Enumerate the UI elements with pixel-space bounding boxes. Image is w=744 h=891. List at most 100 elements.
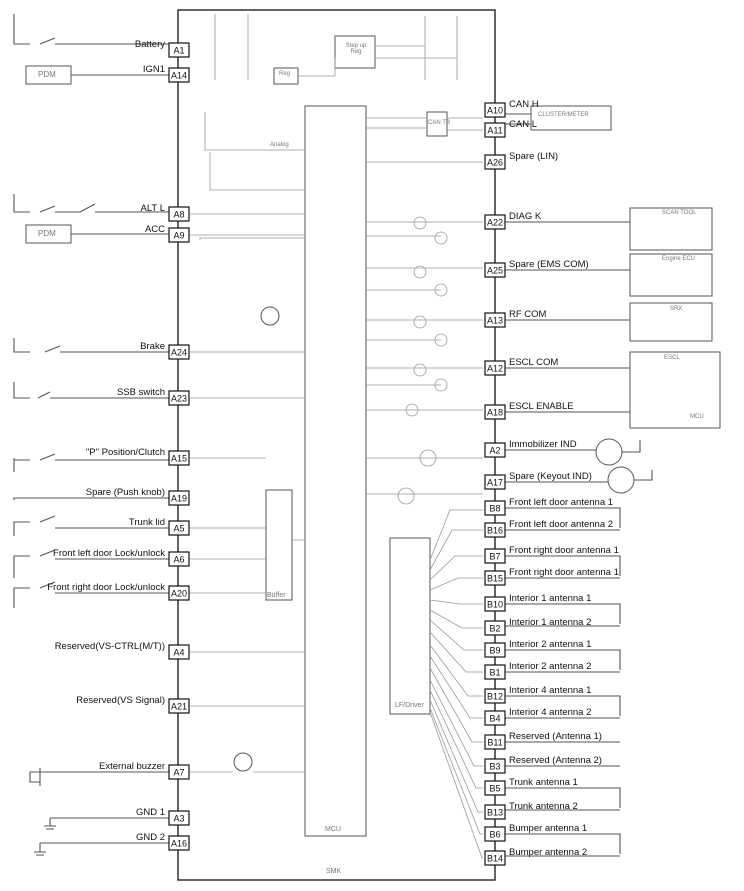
pin-a9: A9 (168, 227, 190, 243)
pin-a11: A11 (484, 122, 506, 138)
pin-label-front-right-door-antenna-1: Front right door antenna 1 (509, 567, 619, 578)
pin-a14: A14 (168, 67, 190, 83)
pin-code: A7 (173, 768, 184, 778)
pin-a18: A18 (484, 404, 506, 420)
pin-b8: B8 (484, 500, 506, 516)
pin-label-escl-com: ESCL COM (509, 357, 558, 368)
analog-label: Analog (270, 142, 289, 148)
buzzer-driver-transistor (233, 752, 253, 772)
pin-code: A1 (173, 46, 184, 56)
pin-code: A16 (171, 839, 187, 849)
pin-code: A23 (171, 394, 187, 404)
pdm-label-2: PDM (38, 229, 56, 238)
mcu-label: MCU (325, 826, 341, 833)
lf-driver-label: LF/Driver (395, 702, 424, 709)
pin-label-immobilizer-ind: Immobilizer IND (509, 439, 577, 450)
pin-box (484, 262, 506, 278)
pin-box (168, 67, 190, 83)
pin-box (484, 570, 506, 586)
mcu-block (304, 105, 367, 837)
pin-code: A24 (171, 348, 187, 358)
pin-a17: A17 (484, 474, 506, 490)
buffer-block (265, 489, 293, 601)
pin-a26: A26 (484, 154, 506, 170)
pin-label-front-right-door-lock-unlock: Front right door Lock/unlock (47, 582, 165, 593)
pin-code: A2 (489, 446, 500, 456)
pin-code: A6 (173, 555, 184, 565)
pin-box (484, 154, 506, 170)
pin-label-trunk-antenna-2: Trunk antenna 2 (509, 801, 578, 812)
pin-code: A13 (487, 316, 503, 326)
pin-code: B12 (487, 692, 503, 702)
pin-code: B5 (489, 784, 500, 794)
pin-code: B10 (487, 600, 503, 610)
scan-tool-module (629, 207, 713, 251)
pin-box (484, 214, 506, 230)
pin-box (484, 620, 506, 636)
pin-label-ssb-switch: SSB switch (117, 387, 165, 398)
pin-b16: B16 (484, 522, 506, 538)
pin-code: B16 (487, 526, 503, 536)
pin-label-alt-l: ALT L (141, 203, 165, 214)
srx-module (629, 302, 713, 342)
pin-b13: B13 (484, 804, 506, 820)
pin-code: A14 (171, 71, 187, 81)
pin-label-escl-enable: ESCL ENABLE (509, 401, 574, 412)
pin-b15: B15 (484, 570, 506, 586)
immobilizer-indicator-lamp (595, 438, 623, 466)
pin-a24: A24 (168, 344, 190, 360)
pin-b11: B11 (484, 734, 506, 750)
smk-unit-label: SMK (326, 868, 342, 875)
pin-box (168, 390, 190, 406)
engine-ecu-label: Engine ECU (662, 256, 696, 262)
pin-label-front-left-door-antenna-2: Front left door antenna 2 (509, 519, 613, 530)
pin-b7: B7 (484, 548, 506, 564)
pin-box (168, 42, 190, 58)
pin-a2: A2 (484, 442, 506, 458)
escl-label: ESCL (664, 355, 680, 361)
pin-code: A12 (487, 364, 503, 374)
pin-code: A17 (487, 478, 503, 488)
pin-box (484, 734, 506, 750)
pin-code: B6 (489, 830, 500, 840)
pin-a1: A1 (168, 42, 190, 58)
scan-tool-label: SCAN TOOL (662, 210, 697, 216)
pin-label-ign1: IGN1 (143, 64, 165, 75)
pin-label-interior-4-antenna-2: Interior 4 antenna 2 (509, 707, 591, 718)
pin-code: B14 (487, 854, 503, 864)
ignition-transistor (260, 306, 280, 326)
reg-label: Reg (279, 71, 291, 77)
pin-box (484, 850, 506, 866)
srx-label: SRX (670, 306, 683, 312)
pin-a15: A15 (168, 450, 190, 466)
pin-label-spare-push-knob: Spare (Push knob) (86, 487, 165, 498)
pin-box (168, 764, 190, 780)
pin-code: B7 (489, 552, 500, 562)
pin-code: B1 (489, 668, 500, 678)
pin-a19: A19 (168, 490, 190, 506)
pin-a21: A21 (168, 698, 190, 714)
pin-box (484, 710, 506, 726)
pin-code: B11 (487, 738, 502, 748)
pin-label-can-l: CAN L (509, 119, 537, 130)
pin-code: B9 (489, 646, 500, 656)
pin-code: B2 (489, 624, 500, 634)
pin-b10: B10 (484, 596, 506, 612)
pin-box (484, 522, 506, 538)
pin-label-front-right-door-antenna-1: Front right door antenna 1 (509, 545, 619, 556)
pin-box (168, 520, 190, 536)
pin-label-front-left-door-lock-unlock: Front left door Lock/unlock (53, 548, 165, 559)
pin-box (168, 585, 190, 601)
pin-code: A3 (173, 814, 184, 824)
pin-box (484, 688, 506, 704)
pin-a7: A7 (168, 764, 190, 780)
pin-a12: A12 (484, 360, 506, 376)
pin-a8: A8 (168, 206, 190, 222)
pin-box (484, 500, 506, 516)
pin-box (484, 642, 506, 658)
pin-box (484, 312, 506, 328)
pin-label-spare-lin: Spare (LIN) (509, 151, 558, 162)
pdm-label-1: PDM (38, 70, 56, 79)
